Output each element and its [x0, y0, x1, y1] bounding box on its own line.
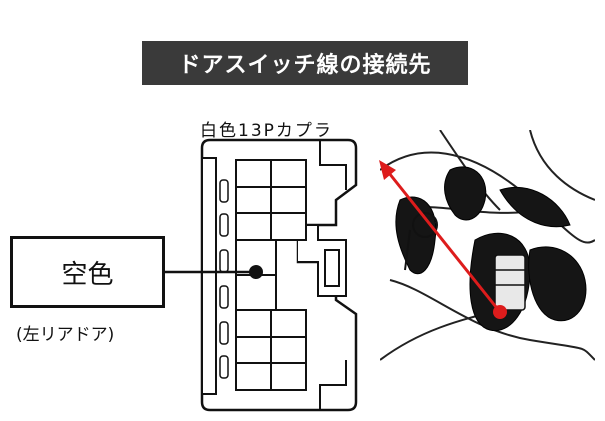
wiring-photo — [380, 130, 595, 375]
wire-color-label: 空色 — [61, 259, 114, 290]
title-text: ドアスイッチ線の接続先 — [178, 53, 432, 78]
left-rib — [201, 157, 217, 395]
red-arrow-dot — [493, 305, 507, 319]
terminal-grid-lower — [235, 309, 307, 391]
wire-color-box: 空色 — [10, 236, 165, 308]
lock-tab — [298, 224, 347, 297]
title-banner: ドアスイッチ線の接続先 — [142, 41, 468, 85]
lower-notch — [319, 360, 347, 410]
red-arrow-line — [383, 167, 502, 313]
wiring-photo-illustration — [380, 130, 595, 375]
connector-label: 白色13Pカプラ — [200, 121, 333, 141]
lock-tab-inner — [324, 249, 340, 287]
rib-slots — [219, 179, 229, 379]
terminal-grid-upper — [235, 159, 307, 241]
upper-notch — [319, 140, 347, 190]
pin-marker — [249, 265, 263, 279]
door-position-note: (左リアドア) — [16, 325, 115, 345]
red-arrow-head — [379, 160, 396, 180]
